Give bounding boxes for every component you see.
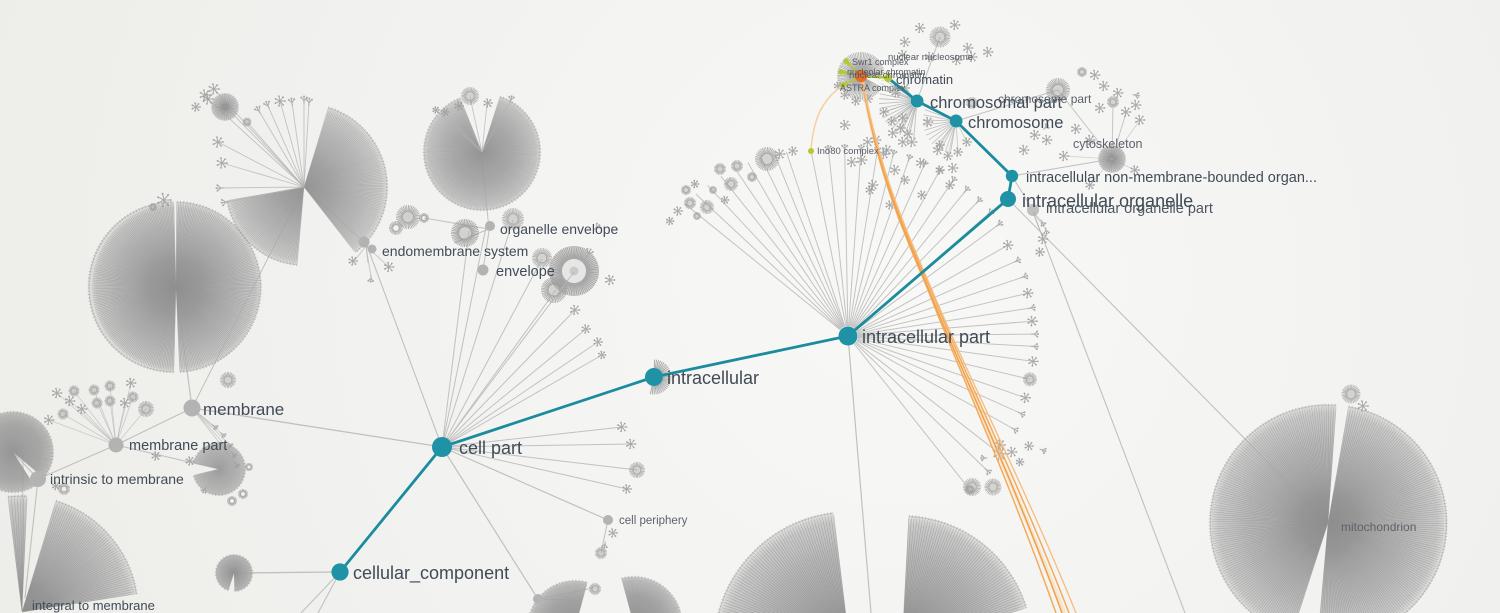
svg-text:nuclear chromatin: nuclear chromatin (849, 70, 925, 81)
svg-text:intrinsic to membrane: intrinsic to membrane (50, 471, 184, 487)
svg-text:chromosome part: chromosome part (998, 92, 1092, 106)
svg-text:cytoskeleton: cytoskeleton (1073, 137, 1143, 151)
svg-text:membrane part: membrane part (129, 438, 227, 454)
svg-text:Ino80 complex: Ino80 complex (817, 146, 879, 157)
svg-text:intracellular: intracellular (667, 368, 759, 388)
svg-text:cell periphery: cell periphery (619, 515, 688, 527)
svg-text:nucleolar chromatin: nucleolar chromatin (847, 67, 926, 77)
svg-text:cellular_component: cellular_component (353, 563, 509, 584)
svg-text:ASTRA complex: ASTRA complex (840, 83, 906, 93)
svg-text:integral to membrane: integral to membrane (32, 598, 155, 613)
svg-text:intracellular non-membrane-bou: intracellular non-membrane-bounded organ… (1026, 170, 1317, 186)
svg-text:endomembrane system: endomembrane system (382, 243, 528, 259)
svg-text:nuclear nucleosome: nuclear nucleosome (888, 52, 973, 63)
svg-text:intracellular organelle: intracellular organelle (1022, 191, 1193, 211)
svg-text:chromosome: chromosome (968, 114, 1063, 132)
svg-text:intracellular organelle part: intracellular organelle part (1046, 201, 1213, 217)
svg-text:organelle envelope: organelle envelope (500, 221, 619, 237)
svg-text:intracellular part: intracellular part (862, 327, 990, 347)
svg-text:cell part: cell part (459, 438, 522, 458)
svg-text:Swr1 complex: Swr1 complex (852, 57, 909, 67)
svg-text:membrane: membrane (203, 400, 284, 419)
svg-text:chromosomal part: chromosomal part (930, 94, 1062, 112)
svg-text:envelope: envelope (496, 264, 555, 280)
svg-text:chromatin: chromatin (896, 72, 953, 87)
svg-text:mitochondrion: mitochondrion (1341, 520, 1416, 534)
